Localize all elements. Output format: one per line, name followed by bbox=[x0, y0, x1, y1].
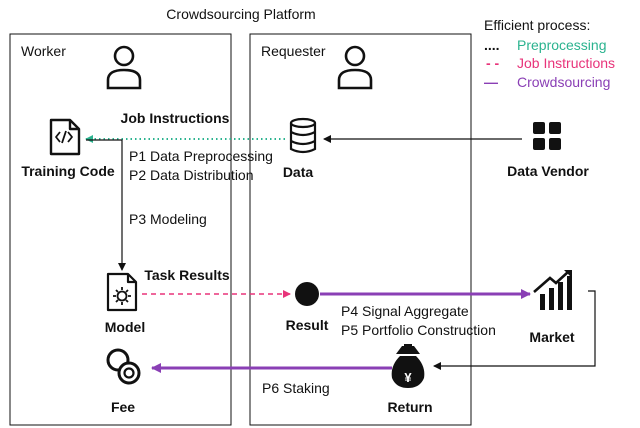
worker-label: Worker bbox=[21, 43, 66, 59]
arrow-modeling bbox=[86, 139, 126, 271]
requester-panel bbox=[249, 33, 472, 426]
arrow-market-to-return bbox=[433, 290, 596, 370]
gear-file-icon bbox=[106, 272, 138, 312]
requester-label: Requester bbox=[261, 43, 326, 59]
return-label: Return bbox=[387, 399, 432, 415]
step-p2-label: P2 Data Distribution bbox=[129, 167, 254, 183]
legend-marker-preprocessing: .... bbox=[484, 37, 500, 53]
job-instructions-label: Job Instructions bbox=[121, 110, 230, 126]
fee-label: Fee bbox=[111, 399, 135, 415]
step-p4-label: P4 Signal Aggregate bbox=[341, 303, 469, 319]
legend-heading: Efficient process: bbox=[484, 17, 590, 33]
legend-crowdsourcing: Crowdsourcing bbox=[517, 74, 610, 90]
diagram-title: Crowdsourcing Platform bbox=[166, 6, 315, 22]
coins-icon bbox=[106, 348, 141, 385]
step-p5-label: P5 Portfolio Construction bbox=[341, 322, 496, 338]
task-results-label: Task Results bbox=[144, 267, 230, 283]
yen-bag-icon: ¥ bbox=[391, 344, 425, 388]
svg-text:¥: ¥ bbox=[404, 370, 412, 385]
step-p6-label: P6 Staking bbox=[262, 380, 330, 396]
person-icon bbox=[106, 45, 142, 90]
legend-marker-job-instructions: - - bbox=[486, 55, 500, 71]
data-vendor-label: Data Vendor bbox=[507, 163, 589, 179]
step-p1-label: P1 Data Preprocessing bbox=[129, 148, 273, 164]
legend-marker-crowdsourcing: — bbox=[484, 74, 498, 90]
result-label: Result bbox=[286, 317, 329, 333]
model-label: Model bbox=[105, 319, 145, 335]
bar-chart-icon bbox=[533, 270, 572, 310]
data-label: Data bbox=[283, 164, 314, 180]
legend-job-instructions: Job Instructions bbox=[517, 55, 615, 71]
database-icon bbox=[289, 117, 317, 154]
grid-icon bbox=[533, 122, 561, 150]
worker-panel bbox=[9, 33, 232, 426]
dot-icon bbox=[295, 282, 319, 306]
code-file-icon bbox=[49, 118, 81, 156]
step-p3-label: P3 Modeling bbox=[129, 211, 207, 227]
training-code-label: Training Code bbox=[21, 163, 115, 179]
person-icon bbox=[337, 45, 373, 90]
legend-preprocessing: Preprocessing bbox=[517, 37, 607, 53]
market-label: Market bbox=[529, 329, 574, 345]
